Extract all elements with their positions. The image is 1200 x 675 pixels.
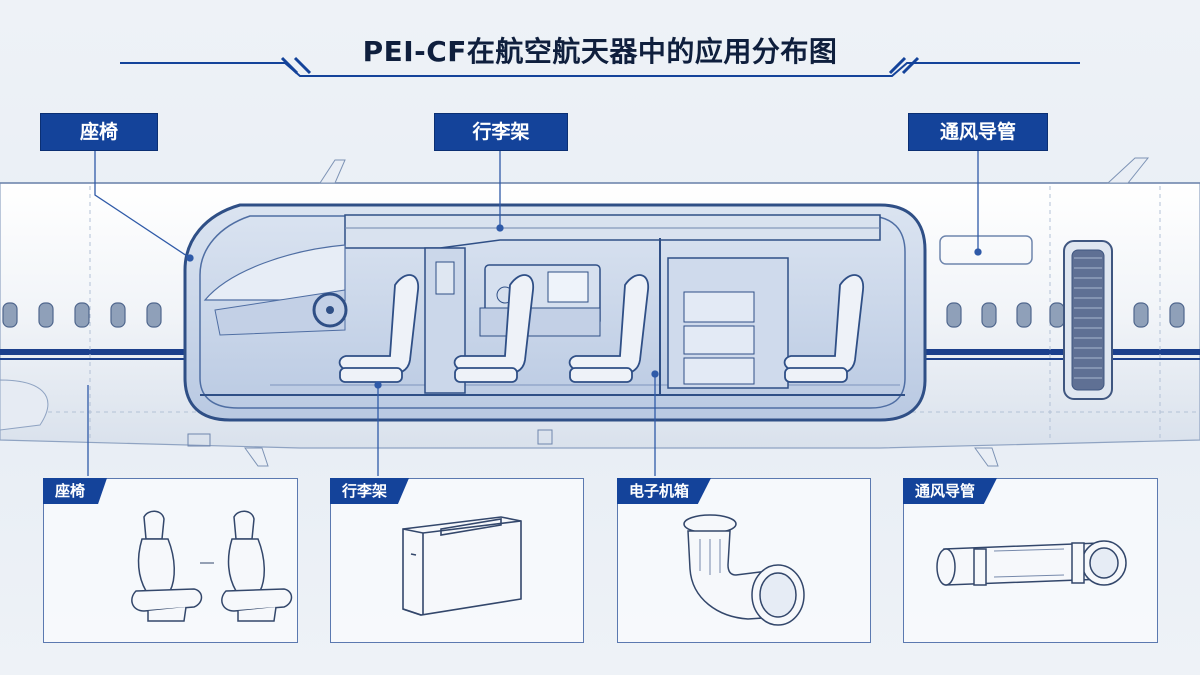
cabin-cutaway	[183, 203, 927, 422]
elbow-duct-icon	[683, 514, 805, 626]
straight-duct-icon	[936, 540, 1127, 586]
callout-seat-label: 座椅	[40, 113, 158, 151]
electronics-box-detail-panel: 电子机箱	[617, 478, 871, 643]
luggage-rack-icon	[402, 516, 522, 616]
callout-duct-label: 通风导管	[908, 113, 1048, 151]
leader-lines	[87, 150, 982, 476]
seat-detail-panel: 座椅	[43, 478, 298, 643]
panel-label-seat: 座椅	[43, 478, 108, 504]
luggage-rack-detail-panel: 行李架	[330, 478, 584, 643]
panel-label-luggage-rack: 行李架	[330, 478, 410, 504]
title-decoration	[120, 56, 1080, 77]
callout-luggage-rack-label: 行李架	[434, 113, 568, 151]
panel-label-electronics-box: 电子机箱	[617, 478, 712, 504]
duct-detail-panel: 通风导管	[903, 478, 1158, 643]
page-title: PEI-CF在航空航天器中的应用分布图	[362, 35, 838, 68]
seat-icon	[131, 510, 293, 622]
panel-label-duct: 通风导管	[903, 478, 998, 504]
